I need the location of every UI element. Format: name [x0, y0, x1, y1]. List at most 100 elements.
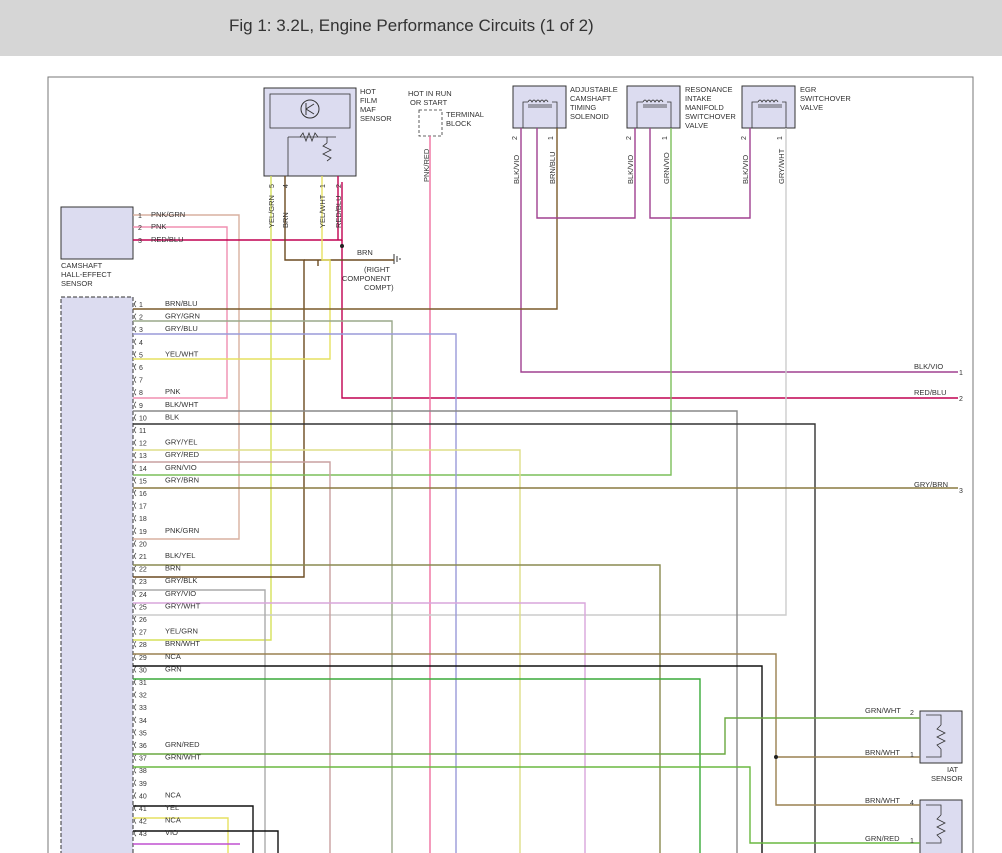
cam-pin-number: 1	[138, 213, 142, 220]
ecm-pin-number: 43	[139, 831, 147, 838]
ecm-pin-number: 34	[139, 718, 147, 725]
ecm-pin-terminal	[134, 703, 137, 711]
ecm-pin-terminal	[134, 388, 137, 396]
ecm-pin-wire-label: GRY/GRN	[165, 312, 200, 321]
ecm-pin-number: 26	[139, 617, 147, 624]
ecm-pin-terminal	[134, 603, 137, 610]
ecm-pin-number: 38	[139, 768, 147, 775]
wire-blk-vio-2	[536, 128, 636, 219]
ecm-pin-number: 22	[139, 567, 147, 574]
ecm-pin-terminal	[134, 779, 137, 787]
ecm-pin-number: 33	[139, 705, 147, 712]
wire-gry-vio	[133, 602, 586, 853]
ecm-pin-wire-label: GRN/VIO	[165, 463, 197, 472]
ecm-pin-wire-label: YEL/WHT	[165, 349, 199, 358]
ecm-pin-terminal	[134, 552, 137, 560]
ecm-pin-terminal	[134, 376, 137, 383]
figure-title: Fig 1: 3.2L, Engine Performance Circuits…	[229, 16, 594, 35]
actuator-pin-number: 1	[777, 136, 784, 140]
iat-pin-number: 1	[910, 752, 914, 759]
ecm-pin-number: 21	[139, 554, 147, 561]
actuator-pin-wire-label: GRY/WHT	[777, 148, 786, 184]
bottom-sensor	[919, 799, 963, 853]
ecm-pin-number: 40	[139, 793, 147, 800]
ecm-pin-terminal	[134, 401, 137, 409]
wire-blk-yel	[133, 564, 661, 853]
bottom-wire-label: GRN/RED	[865, 834, 900, 843]
ecm-pin-number: 5	[139, 352, 143, 359]
ecm-pin-wire-label: GRY/VIO	[165, 589, 196, 598]
maf-pin-number: 4	[283, 184, 290, 188]
ecm-pin-wire-label: GRN/WHT	[165, 753, 201, 762]
wire-grn-red	[133, 717, 920, 755]
wire-blk-vio-1	[520, 128, 958, 373]
bottom-pin-number: 4	[910, 800, 914, 807]
maf-pin-wire-label: RED/BLU	[334, 195, 343, 228]
wire-gry-yel	[133, 449, 521, 853]
cam-pin-wire-label: PNK/GRN	[151, 210, 185, 219]
maf-pin-wire-label: YEL/WHT	[318, 194, 327, 228]
ecm-pin-wire-label: BLK/WHT	[165, 400, 199, 409]
wire-brn-wht	[133, 653, 920, 806]
wire-grn-vio	[133, 128, 672, 476]
actuator-pin-wire-label: BLK/VIO	[512, 155, 521, 184]
ground-icon	[393, 254, 401, 264]
wire-brn-blu-act	[133, 128, 558, 310]
ecm-pin-number: 2	[139, 315, 143, 322]
wire-gry-grn	[133, 320, 393, 853]
wire-pnk-grn	[133, 214, 240, 540]
ecm-pin-terminal	[134, 678, 137, 686]
ecm-pin-number: 15	[139, 478, 147, 485]
ecm-pin-number: 31	[139, 680, 147, 687]
ecm-pin-number: 18	[139, 516, 147, 523]
ecm-pin-wire-label: YEL/GRN	[165, 627, 198, 636]
wire-grn-wht	[133, 766, 920, 844]
terminal-block	[418, 109, 443, 137]
right-pin-number: 2	[959, 396, 963, 403]
egr-valve	[741, 85, 796, 129]
ecm-pin-terminal	[134, 527, 137, 535]
wire-nca-3	[133, 830, 279, 853]
ecm-pin-number: 3	[139, 327, 143, 334]
ecm-pin-number: 8	[139, 390, 143, 397]
ecm-pin-number: 10	[139, 415, 147, 422]
cam-pin-number: 2	[138, 225, 142, 232]
ecm-pin-number: 27	[139, 630, 147, 637]
bottom-wire-label: BRN/WHT	[865, 796, 900, 805]
ecm-pin-wire-label: BLK	[165, 412, 179, 421]
ecm-pin-wire-label: GRY/BLU	[165, 324, 198, 333]
ecm-pin-terminal	[134, 489, 137, 497]
ecm-pin-number: 13	[139, 453, 147, 460]
ecm-pin-number: 9	[139, 403, 143, 410]
ecm-pin-wire-label: YEL	[165, 803, 179, 812]
ecm-pin-terminal	[134, 363, 137, 371]
ecm-pin-terminal	[134, 439, 137, 446]
pnk-red-label: PNK/RED	[422, 148, 431, 182]
actuator-pin-number: 2	[741, 136, 748, 140]
ecm-pin-number: 12	[139, 441, 147, 448]
ecm-pin-number: 41	[139, 806, 147, 813]
actuator-pin-wire-label: BLK/VIO	[741, 155, 750, 184]
iat-sensor	[919, 710, 963, 764]
ecm-pin-terminal	[134, 325, 137, 333]
bottom-pin-number: 1	[910, 838, 914, 845]
ecm-pin-number: 23	[139, 579, 147, 586]
ecm-pin-number: 42	[139, 819, 147, 826]
maf-pin-wire-label: BRN	[281, 212, 290, 228]
right-wire-label: GRY/BRN	[914, 480, 948, 489]
cam-pin-wire-label: RED/BLU	[151, 235, 184, 244]
ecm-pin-terminal	[134, 741, 137, 749]
maf-pin-number: 2	[336, 184, 343, 188]
iat-pin-number: 2	[910, 710, 914, 717]
ecm-pin-wire-label: PNK	[165, 387, 180, 396]
ecm-pin-number: 6	[139, 365, 143, 372]
ecm-pin-wire-label: BLK/YEL	[165, 551, 195, 560]
ecm-pin-number: 7	[139, 378, 143, 385]
ecm-pin-wire-label: GRY/RED	[165, 450, 200, 459]
ecm-connector	[60, 296, 134, 853]
ecm-pin-number: 39	[139, 781, 147, 788]
right-pin-number: 1	[959, 370, 963, 377]
